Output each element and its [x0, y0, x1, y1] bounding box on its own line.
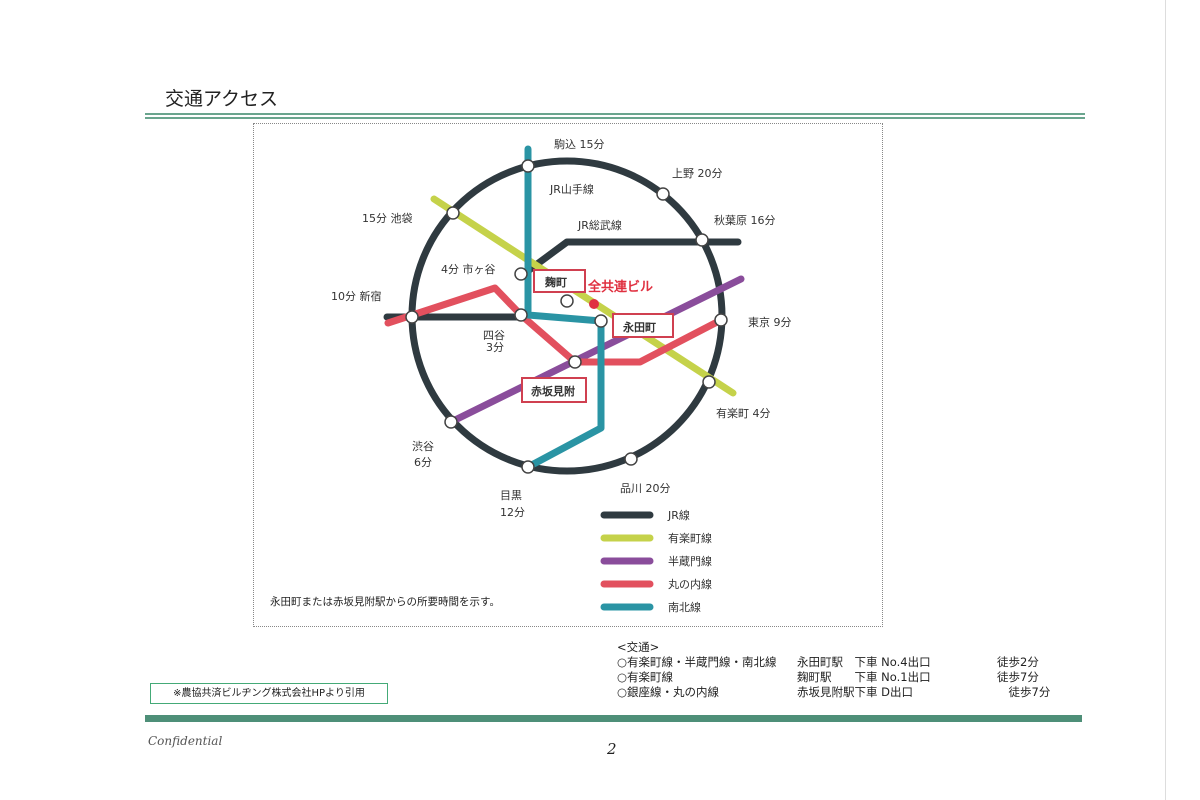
box-nagatacho [612, 313, 674, 338]
legend-label: 南北線 [668, 600, 701, 614]
page-edge [1165, 0, 1166, 800]
label-ikebukuro: 15分 池袋 [362, 211, 413, 225]
label-akihabara: 秋葉原 16分 [714, 213, 776, 227]
access-row: ○有楽町線 麹町駅 下車 No.1出口 徒歩7分 [617, 670, 1050, 685]
label-shinjuku: 10分 新宿 [331, 289, 382, 303]
kojimachi-label: 麹町 [544, 275, 567, 289]
label-yurakucho: 有楽町 4分 [716, 406, 771, 420]
label-tokyo: 東京 9分 [748, 315, 792, 329]
access-station: 赤坂見附駅下車 D出口 [797, 685, 914, 699]
legend-label: 丸の内線 [668, 577, 712, 591]
marunouchi-line [384, 284, 725, 366]
label-meguro-time: 12分 [500, 506, 525, 519]
station-shibuya [444, 415, 458, 429]
label-ueno: 上野 20分 [672, 167, 723, 180]
label-shinagawa: 品川 20分 [620, 482, 671, 495]
building-marker-icon [589, 299, 599, 309]
station-akasakamitsuke [568, 355, 582, 369]
label-ichigaya: 4分 市ヶ谷 [441, 262, 496, 276]
page-number: 2 [607, 740, 617, 758]
map-note: 永田町または赤坂見附駅からの所要時間を示す。 [270, 596, 500, 608]
akasakamitsuke-label: 赤坂見附 [531, 384, 575, 398]
station-ueno [656, 187, 670, 201]
label-yotsuya: 四谷 [483, 329, 505, 342]
confidential-label: Confidential [148, 734, 223, 748]
station-shinjuku [405, 310, 419, 324]
page-title: 交通アクセス [165, 88, 279, 110]
access-lines: ○有楽町線 [617, 670, 674, 684]
access-walk: 徒歩2分 [997, 655, 1039, 669]
access-walk: 徒歩7分 [997, 670, 1039, 684]
yurakucho-line [430, 195, 737, 397]
yamanote-label: JR山手線 [549, 182, 594, 196]
label-meguro: 目黒 [500, 489, 522, 502]
legend-label: 半蔵門線 [668, 554, 712, 568]
station-yurakucho [702, 375, 716, 389]
box-kojimachi [533, 269, 586, 293]
sobu-label: JR総武線 [577, 218, 622, 232]
station-nagatacho [594, 314, 608, 328]
access-row: ○有楽町線・半蔵門線・南北線 永田町駅 下車 No.4出口 徒歩2分 [617, 655, 1050, 670]
divider [145, 113, 1085, 115]
box-akasakamitsuke [521, 377, 587, 403]
station-komagome [521, 159, 535, 173]
citation: ※農協共済ビルヂング株式会社HPより引用 [150, 683, 388, 704]
label-shibuya-time: 6分 [414, 456, 432, 469]
legend-label: JR線 [667, 508, 690, 522]
label-yotsuya-time: 3分 [486, 341, 504, 354]
access-station: 麹町駅 下車 No.1出口 [797, 670, 931, 684]
building-label: 全共連ビル [587, 279, 653, 295]
station-shinagawa [624, 452, 638, 466]
access-row: ○銀座線・丸の内線 赤坂見附駅下車 D出口 徒歩7分 [617, 685, 1050, 700]
access-lines: ○銀座線・丸の内線 [617, 685, 720, 699]
station-yotsuya [514, 308, 528, 322]
label-shibuya: 渋谷 [412, 440, 434, 453]
station-ikebukuro [446, 206, 460, 220]
namboku-line [524, 145, 605, 471]
station-meguro [521, 460, 535, 474]
divider [145, 117, 1085, 119]
access-info: <交通> ○有楽町線・半蔵門線・南北線永田町駅 下車 No.4出口徒歩2分○有楽… [617, 640, 1050, 700]
station-kojimachi [560, 294, 574, 308]
station-ichigaya [514, 267, 528, 281]
map-frame [253, 123, 883, 627]
station-akihabara [695, 233, 709, 247]
nagatacho-label: 永田町 [622, 320, 656, 334]
access-heading: <交通> [617, 640, 660, 654]
access-station: 永田町駅 下車 No.4出口 [797, 655, 931, 669]
access-lines: ○有楽町線・半蔵門線・南北線 [617, 655, 777, 669]
legend-label: 有楽町線 [668, 531, 712, 545]
label-komagome: 駒込 15分 [554, 138, 605, 151]
footer-bar [145, 715, 1082, 722]
station-tokyo [714, 313, 728, 327]
hanzomon-line [447, 275, 745, 426]
access-walk: 徒歩7分 [997, 685, 1051, 699]
